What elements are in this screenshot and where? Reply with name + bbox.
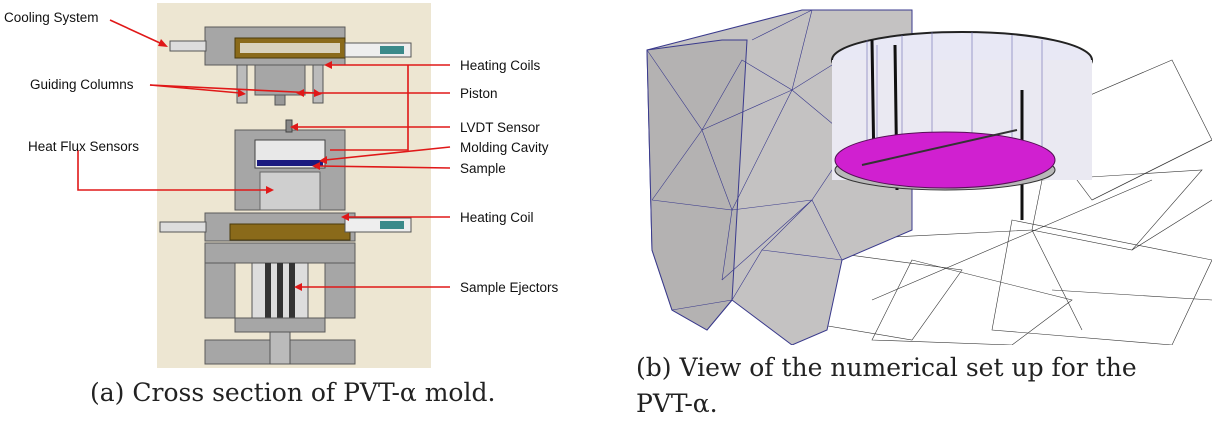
label-molding-cavity: Molding Cavity: [460, 140, 549, 155]
sample-disk: [834, 131, 1056, 189]
label-piston: Piston: [460, 86, 498, 101]
bottom-heating-coil: [229, 223, 351, 241]
guiding-column-left: [236, 64, 248, 104]
lvdt-rod: [285, 119, 293, 133]
label-guiding-columns: Guiding Columns: [30, 77, 134, 92]
mold-cross-section: Cooling System Guiding Columns Heat Flux…: [4, 3, 559, 368]
cooling-pipe: [169, 40, 207, 52]
label-lvdt-sensor: LVDT Sensor: [460, 120, 540, 135]
caption-b: (b) View of the numerical set up for the…: [636, 353, 1137, 418]
sample-layer: [257, 160, 323, 166]
label-heating-coils: Heating Coils: [460, 58, 541, 73]
label-sample-ejectors: Sample Ejectors: [460, 280, 559, 295]
caption-a: (a) Cross section of PVT-α mold.: [90, 378, 496, 407]
label-heat-flux-sensors: Heat Flux Sensors: [28, 139, 139, 154]
right-figure: [612, 0, 1212, 346]
left-figure: Cooling System Guiding Columns Heat Flux…: [0, 0, 600, 370]
guiding-column-right: [312, 64, 324, 104]
label-sample: Sample: [460, 161, 506, 176]
label-cooling-system: Cooling System: [4, 10, 99, 25]
mesh-view: [646, 9, 1212, 346]
label-heating-coil: Heating Coil: [460, 210, 534, 225]
